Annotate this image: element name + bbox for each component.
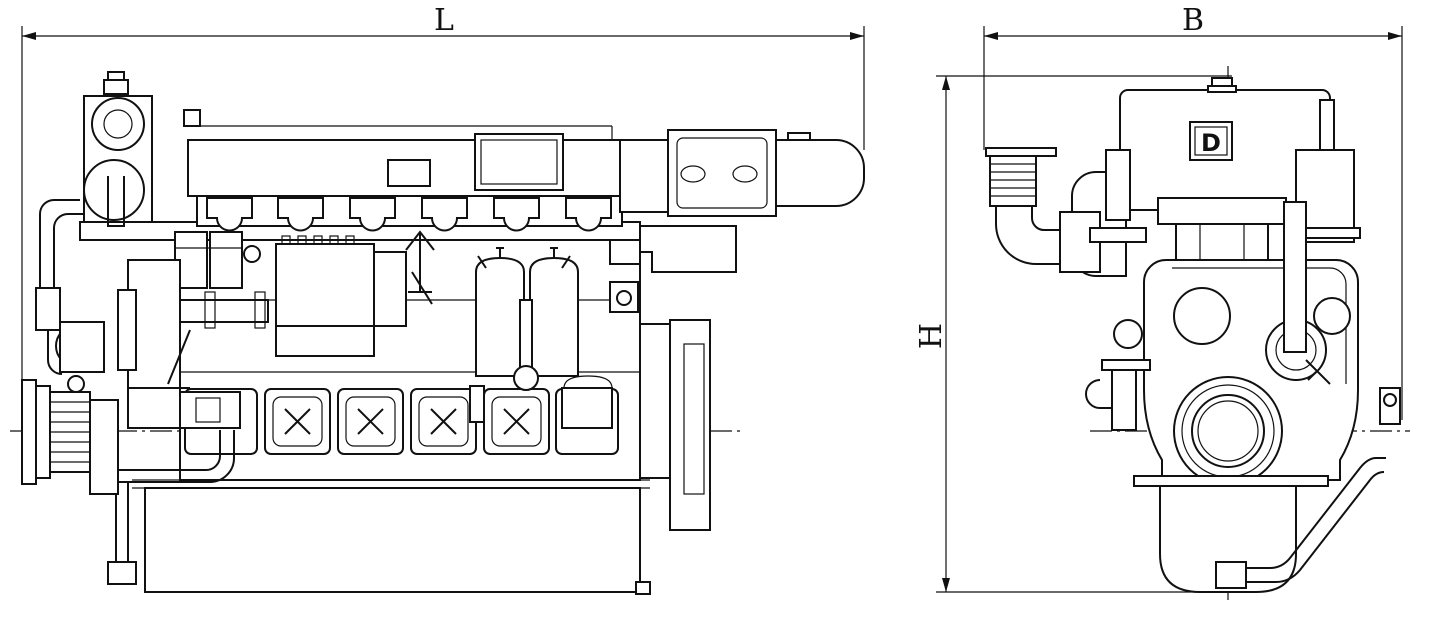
cylinder-heads: [79, 195, 641, 241]
flywheel-housing: [609, 225, 737, 531]
intake-manifold: [183, 109, 621, 197]
dipstick: [469, 255, 571, 423]
cylinder-head-front: [1157, 149, 1361, 261]
coolant-pipe-front: [1246, 387, 1401, 583]
engine-side-view: [10, 71, 865, 595]
dimension-b: B: [983, 3, 1403, 420]
turbocharger: [619, 129, 865, 217]
front-cover: [117, 259, 241, 429]
oil-pan-front: [1133, 475, 1329, 593]
crankshaft-nose: [1173, 376, 1283, 486]
coolant-pipes: [35, 199, 235, 585]
dimension-b-label: B: [1182, 3, 1204, 38]
brand-logo-text: D: [1201, 129, 1221, 157]
brand-logo: D: [1189, 121, 1233, 161]
coolant-pump-front: [1265, 201, 1331, 385]
fuel-filters: [475, 247, 613, 429]
dimension-l-label: L: [434, 3, 454, 38]
header-tank: [83, 71, 153, 227]
turbo-housing: [1059, 149, 1147, 277]
dimension-h-label: H: [914, 323, 949, 349]
exhaust-bellows: [985, 147, 1065, 265]
fuel-injection-pump: [275, 230, 435, 357]
dimension-h: H: [914, 75, 1232, 593]
engine-front-view: D: [985, 66, 1410, 600]
oil-sump: [132, 479, 651, 595]
left-fittings: [1085, 319, 1151, 431]
crankshaft-pulley: [21, 321, 119, 495]
